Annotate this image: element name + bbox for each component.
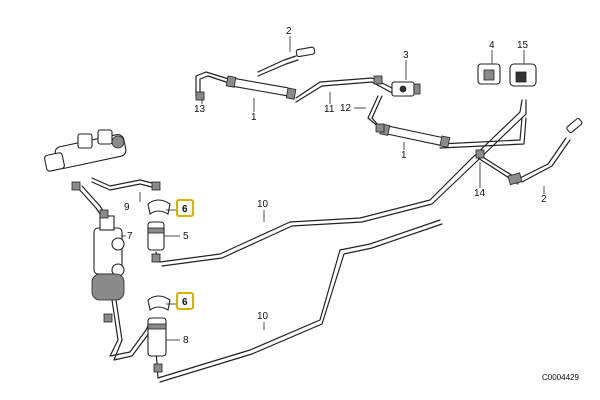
master-cylinder (44, 129, 127, 172)
callout-10-lower: 10 (257, 311, 269, 322)
callout-3: 3 (403, 50, 409, 61)
flex-hose-1-upper (225, 75, 297, 100)
callout-2-upper: 2 (286, 26, 292, 37)
part-15-clip (509, 63, 537, 87)
callout-1-upper: 1 (251, 112, 257, 123)
part-7-regulator (91, 215, 125, 301)
part-3-distributor (391, 81, 421, 97)
brake-line-10-upper (159, 99, 523, 263)
callout-6-lower: 6 (182, 297, 188, 308)
callout-11: 11 (324, 104, 335, 115)
part-6-clip-upper (147, 199, 171, 215)
callout-8: 8 (183, 335, 189, 346)
pipe-network (77, 71, 527, 383)
callout-5: 5 (183, 231, 189, 242)
highlight-box-6-lower (176, 292, 194, 310)
brake-line-9 (91, 177, 157, 187)
callout-7: 7 (127, 231, 133, 242)
flex-hose-2-lower (507, 117, 583, 186)
diagram-code: C0004429 (542, 373, 579, 382)
highlight-box-6-upper (176, 199, 194, 217)
part-8-valve (147, 317, 167, 357)
brake-line-lower-loop (109, 299, 153, 357)
brake-line-12 (367, 95, 381, 129)
part-4-clip (477, 63, 501, 85)
callout-9: 9 (124, 202, 130, 213)
callout-6-upper: 6 (182, 204, 188, 215)
flex-hose-2-upper (257, 46, 316, 77)
fittings (71, 75, 485, 373)
callout-12: 12 (340, 103, 352, 114)
callout-4: 4 (489, 40, 495, 51)
callout-1-lower: 1 (401, 150, 407, 161)
part-5-valve (147, 221, 165, 251)
callout-2-lower: 2 (541, 194, 547, 205)
callout-15: 15 (517, 40, 529, 51)
part-6-clip-lower (147, 295, 171, 311)
brake-line-10-lower (157, 219, 441, 379)
callout-13: 13 (194, 104, 206, 115)
brake-line-11 (295, 77, 397, 99)
callout-10-upper: 10 (257, 199, 269, 210)
callout-14: 14 (474, 188, 486, 199)
flex-hose-1-lower (379, 123, 451, 148)
leader-lines (122, 36, 545, 341)
brake-line-right (439, 117, 523, 145)
